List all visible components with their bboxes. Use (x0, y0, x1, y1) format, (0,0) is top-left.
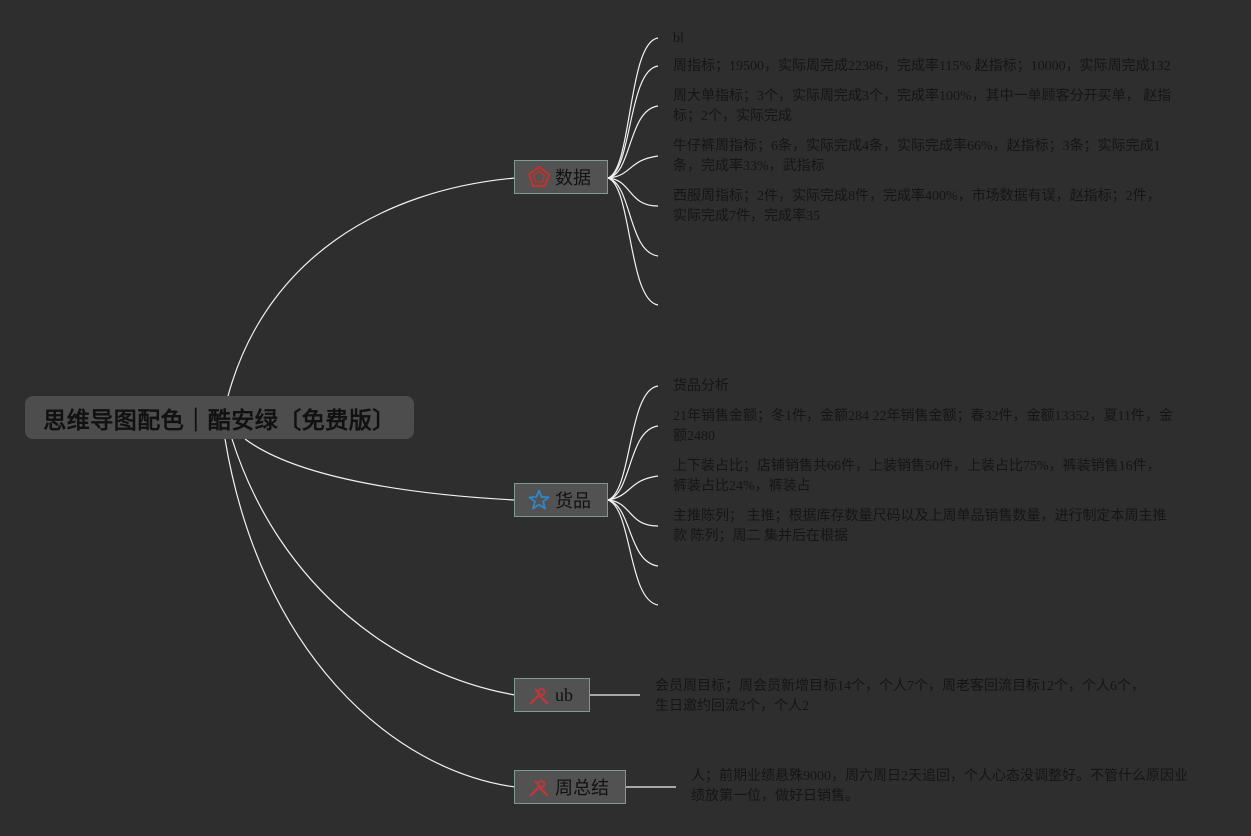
leaf-goods-1[interactable]: 21年销售金额；冬1件，金额284 22年销售金额；春32件，金额13352，夏… (673, 409, 1173, 444)
connector-data-leaf-4 (607, 177, 659, 207)
leaf-data-4[interactable]: 西服周指标；2件，实际完成8件，完成率400%，市场数据有误，赵指标；2件，实际… (673, 189, 1161, 224)
connector-goods-leaf-3 (607, 499, 659, 527)
connector-data-leaf-5 (607, 177, 659, 257)
branch-ub-label: ub (555, 684, 573, 705)
connector-goods-leaf-2 (607, 475, 659, 501)
connector-goods-leaf-4 (607, 499, 659, 567)
leaf-goods-0[interactable]: 货品分析 (673, 379, 729, 394)
leaf-summary-0[interactable]: 人；前期业绩悬殊9000，周六周日2天追回，个人心态没调整好。不管什么原因业绩放… (691, 769, 1188, 804)
connector-goods-leaf-5 (607, 499, 659, 606)
root-topic-label: 思维导图配色｜酷安绿〔免费版〕 (43, 407, 396, 434)
branch-goods-label: 货品 (555, 491, 591, 512)
connector-root-data (227, 177, 516, 397)
root-topic[interactable]: 思维导图配色｜酷安绿〔免费版〕 (25, 396, 414, 439)
leaf-ub-0[interactable]: 会员周目标；周会员新增目标14个，个人7个，周老客回流目标12个，个人6个，生日… (655, 679, 1145, 714)
branch-goods[interactable]: 货品 (514, 483, 608, 517)
star-outline-icon (527, 488, 551, 512)
leaf-data-0[interactable]: bl (673, 31, 684, 46)
connector-data-leaf-1 (607, 65, 659, 179)
leaf-data-1[interactable]: 周指标；19500，实际周完成22386，完成率115% 赵指标；10000，实… (673, 59, 1171, 74)
tools-icon (527, 683, 551, 707)
branch-data-label: 数据 (555, 168, 591, 189)
connector-data-leaf-6 (607, 177, 659, 306)
leaf-goods-3[interactable]: 主推陈列； 主推；根据库存数量尺码以及上周单品销售数量，进行制定本周主推款 陈列… (673, 509, 1167, 544)
connector-data-leaf-2 (607, 105, 659, 179)
connector-data-leaf-3 (607, 155, 659, 179)
branch-summary[interactable]: 周总结 (514, 770, 626, 804)
tools-icon (527, 775, 551, 799)
branch-data[interactable]: 数据 (514, 160, 608, 194)
connector-root-goods (244, 438, 516, 501)
branch-summary-label: 周总结 (555, 778, 609, 799)
connector-goods-leaf-1 (607, 425, 659, 501)
connector-data-leaf-0 (607, 37, 659, 179)
connector-root-summary (224, 438, 516, 788)
leaf-data-3[interactable]: 牛仔裤周指标；6条，实际完成4条，实际完成率66%，赵指标；3条；实际完成1条，… (673, 139, 1161, 174)
connector-goods-leaf-0 (607, 385, 659, 501)
pentagon-outline-icon (527, 165, 551, 189)
leaf-goods-2[interactable]: 上下装占比；店铺销售共66件，上装销售50件，上装占比75%，裤装销售16件，裤… (673, 459, 1161, 494)
leaf-data-2[interactable]: 周大单指标；3个，实际周完成3个，完成率100%，其中一单顾客分开买单， 赵指标… (673, 89, 1172, 124)
connector-root-ub (231, 438, 516, 696)
branch-ub[interactable]: ub (514, 678, 590, 712)
